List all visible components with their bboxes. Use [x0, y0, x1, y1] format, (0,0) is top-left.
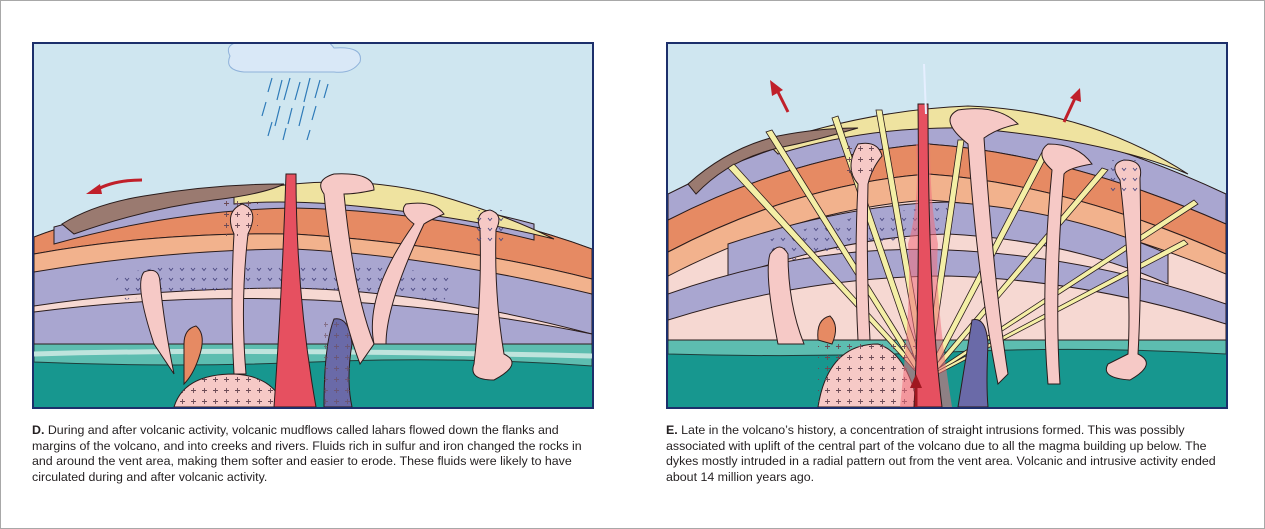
- uplift-arrow-icon: [770, 80, 1081, 123]
- caption-d-text: During and after volcanic activity, volc…: [32, 423, 582, 484]
- caption-d-letter: D.: [32, 423, 45, 437]
- caption-e: E. Late in the volcano’s history, a conc…: [666, 423, 1228, 485]
- panel-e-illustration: [666, 42, 1228, 409]
- lahar-arrow-icon: [86, 178, 143, 194]
- magma-up-arrow-icon: [910, 374, 922, 407]
- rain-cloud-icon: [227, 44, 361, 141]
- caption-d: D. During and after volcanic activity, v…: [32, 423, 594, 485]
- caption-e-letter: E.: [666, 423, 678, 437]
- panel-d-illustration: [32, 42, 594, 409]
- caption-e-text: Late in the volcano’s history, a concent…: [666, 423, 1216, 484]
